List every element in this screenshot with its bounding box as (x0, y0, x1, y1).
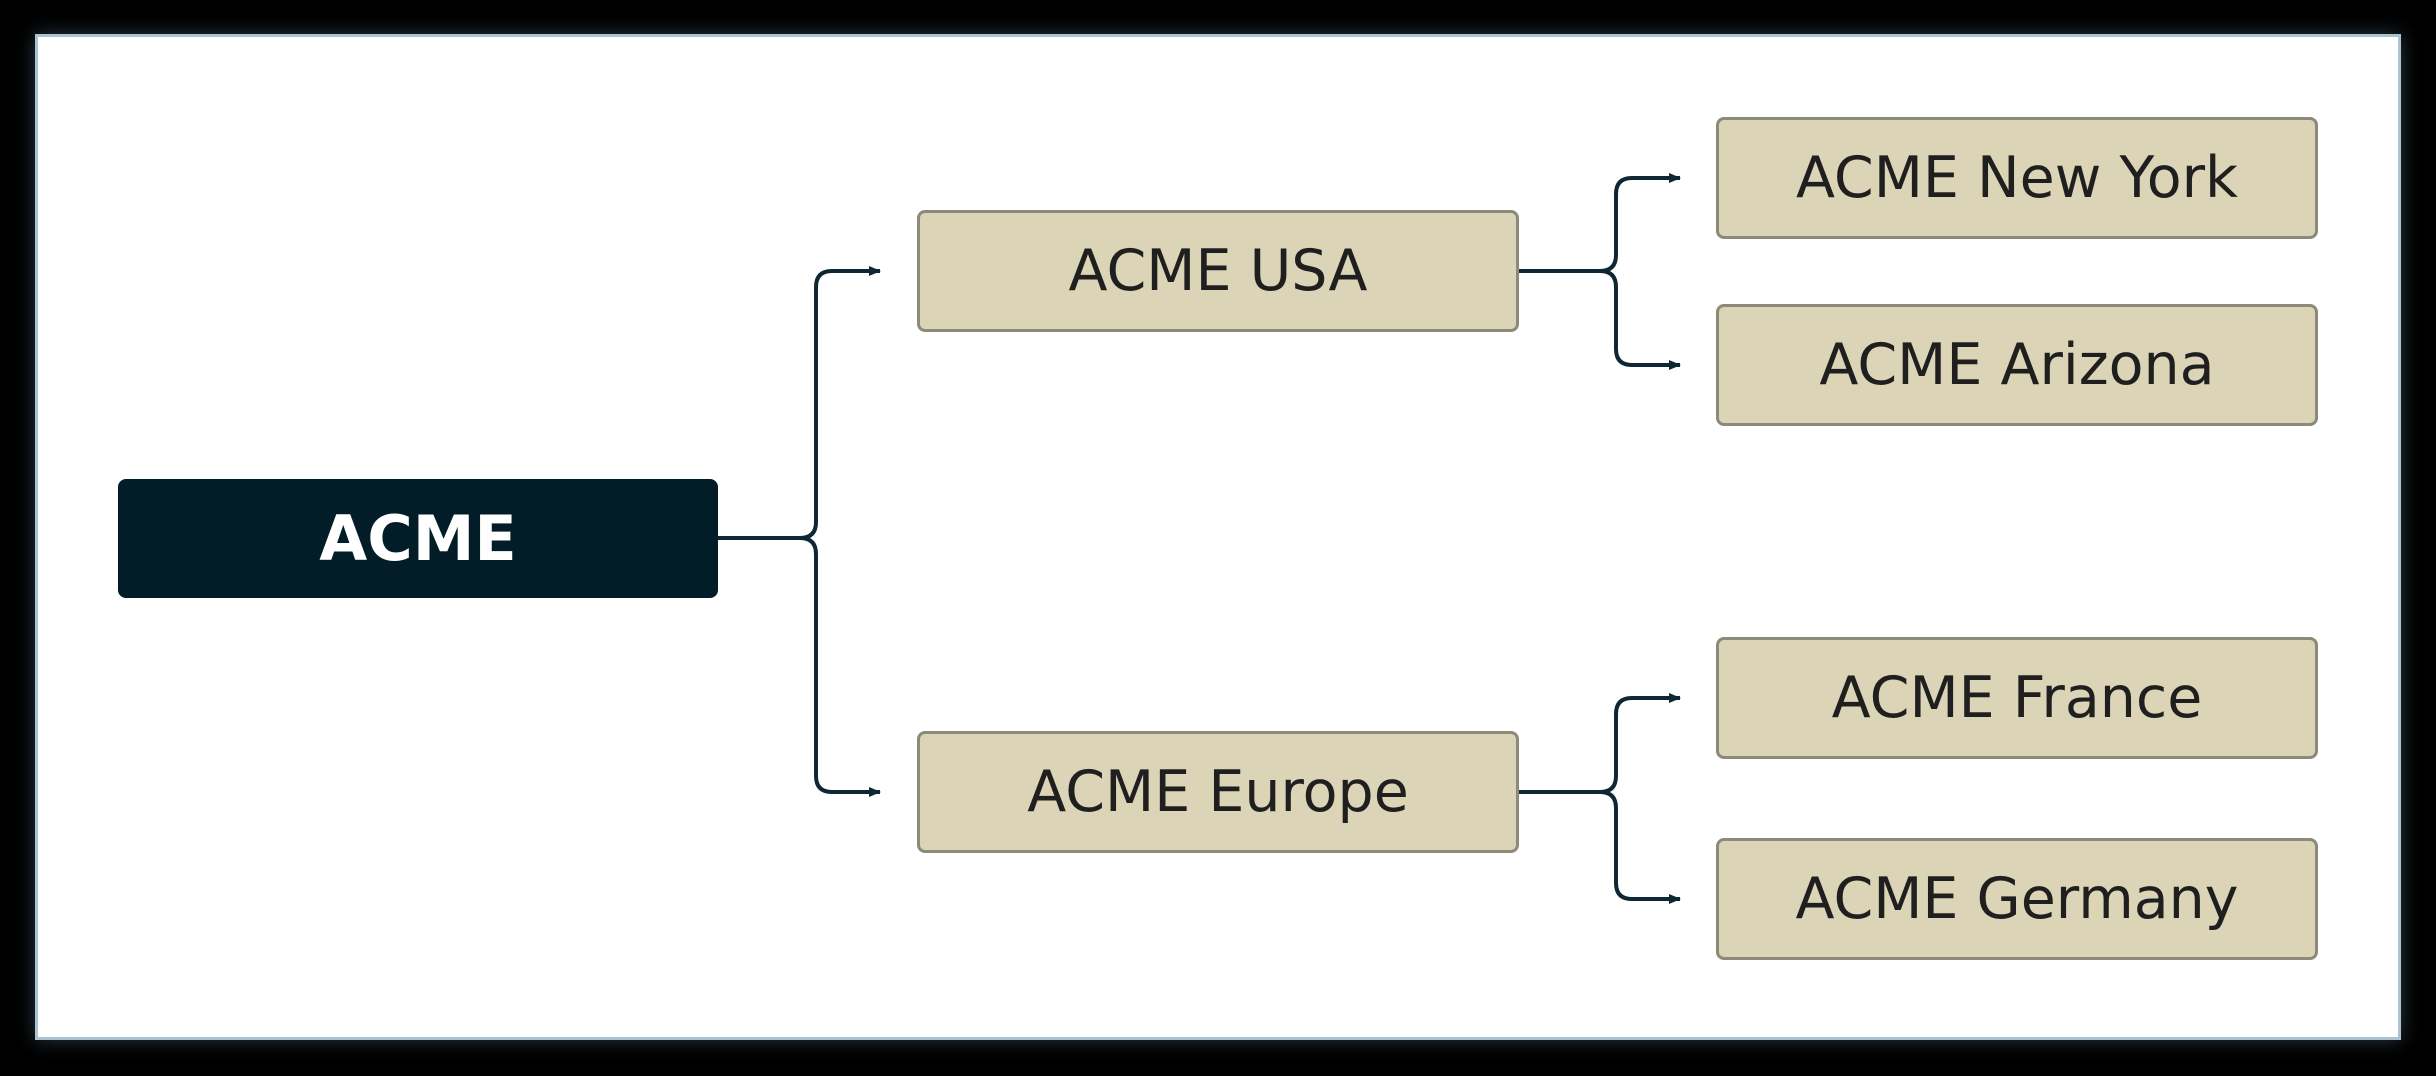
node-acme-germany[interactable]: ACME Germany (1716, 838, 2318, 960)
node-label: ACME (319, 502, 517, 575)
node-acme-arizona[interactable]: ACME Arizona (1716, 304, 2318, 426)
node-acme-root[interactable]: ACME (118, 479, 718, 598)
connector-root-to-usa (718, 266, 881, 540)
connector-europe-to-france (1519, 693, 1681, 794)
node-acme-usa[interactable]: ACME USA (917, 210, 1519, 332)
connector-europe-to-germany (1519, 790, 1681, 904)
node-label: ACME Germany (1795, 866, 2239, 932)
node-label: ACME Europe (1027, 759, 1409, 825)
node-acme-new-york[interactable]: ACME New York (1716, 117, 2318, 239)
connector-usa-to-arizona (1519, 269, 1681, 370)
node-acme-europe[interactable]: ACME Europe (917, 731, 1519, 853)
node-label: ACME Arizona (1819, 332, 2215, 398)
node-label: ACME USA (1068, 238, 1368, 304)
node-label: ACME France (1831, 665, 2203, 731)
connector-usa-to-newyork (1519, 173, 1681, 273)
connector-root-to-europe (718, 536, 881, 797)
node-label: ACME New York (1795, 145, 2239, 211)
node-acme-france[interactable]: ACME France (1716, 637, 2318, 759)
